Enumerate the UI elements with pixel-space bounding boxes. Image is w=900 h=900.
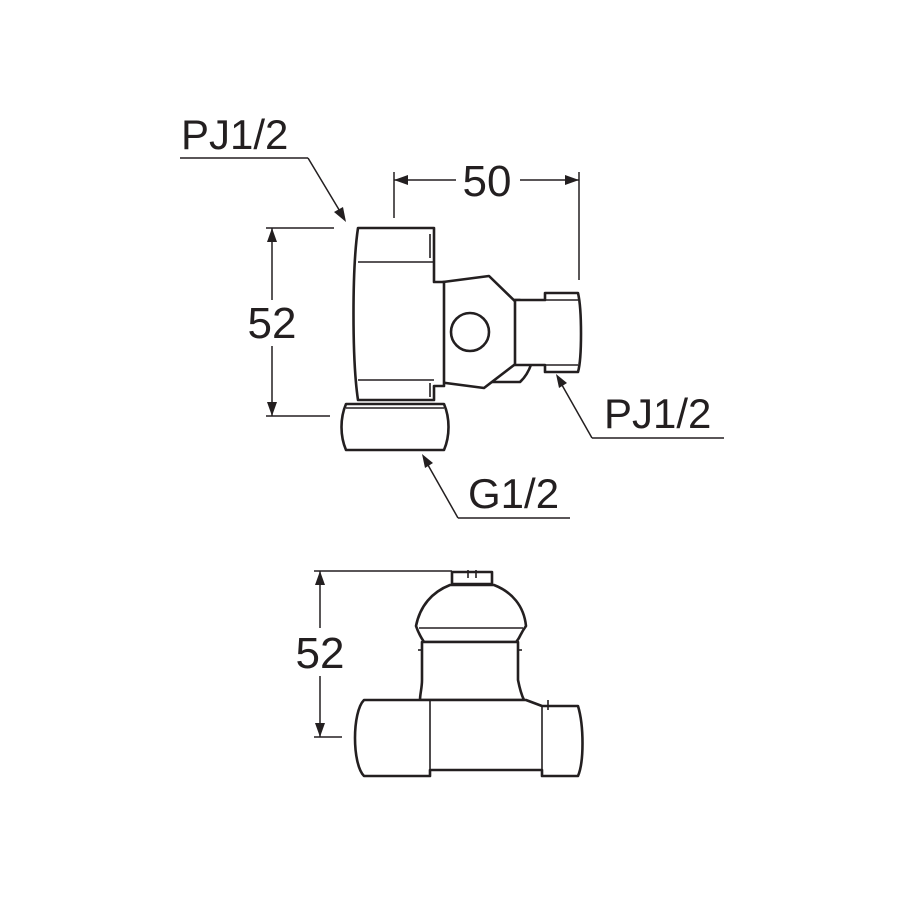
dim-top-height: 52 [248,227,334,417]
leader-top-inlet: PJ1/2 [180,111,346,222]
horizontal-body [353,698,584,778]
bore-circle [449,311,491,353]
dim-top-width: 50 [393,157,580,280]
dim-side-height: 52 [296,570,452,738]
dim-top-width-label: 50 [463,157,512,206]
dome-cap [414,583,528,644]
bottom-nut [340,402,450,452]
side-view: 52 [296,570,584,778]
top-view: 50 52 PJ1/2 PJ1/2 [180,111,724,519]
leader-bottom-nut: G1/2 [422,454,570,519]
vertical-body [352,226,446,402]
bottom-nut-label: G1/2 [468,470,559,517]
screw-head [450,570,494,586]
leader-side-outlet: PJ1/2 [556,374,724,439]
neck [418,640,526,702]
side-outlet-label: PJ1/2 [604,390,711,437]
dim-side-height-label: 52 [296,629,345,678]
dim-top-height-label: 52 [248,299,297,348]
side-outlet-pipe [513,291,583,374]
top-inlet-label: PJ1/2 [181,111,288,158]
